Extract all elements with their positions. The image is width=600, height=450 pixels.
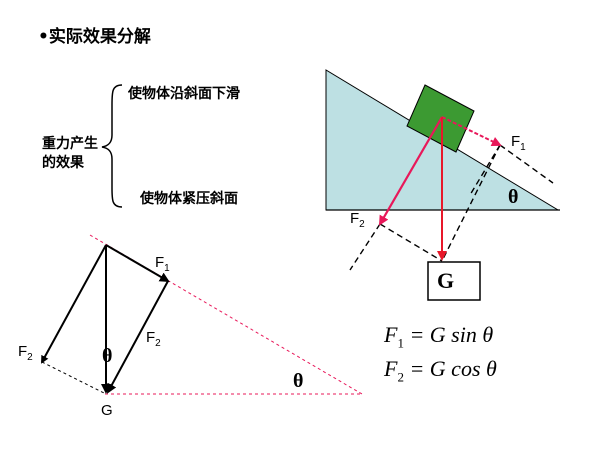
- dash-f1-perp: [499, 144, 554, 184]
- equation-f2: F2 = G cos θ: [384, 356, 497, 385]
- tri-f1-arrow: [105, 244, 170, 283]
- effect-slide-text: 使物体沿斜面下滑: [128, 86, 240, 102]
- force-f2-arrow: [378, 116, 443, 226]
- incline-line: [89, 234, 363, 395]
- tri-f2-left-label: F2: [18, 343, 33, 363]
- page-title: •实际效果分解: [38, 27, 151, 47]
- group-label-line1: 重力产生: [42, 136, 98, 152]
- incline-f2-label: F2: [350, 210, 365, 230]
- group-label-line2: 的效果: [42, 155, 84, 171]
- tri-left-dashed: [41, 361, 107, 395]
- equation-f1: F1 = G sin θ: [384, 322, 494, 351]
- tri-f2-side-label: F2: [146, 329, 161, 349]
- incline-f1-label: F1: [511, 133, 526, 153]
- curly-brace: [101, 84, 123, 208]
- tri-g-label: G: [101, 402, 113, 419]
- dash-f2-slope: [349, 223, 381, 271]
- dash-f2-parallel: [379, 223, 443, 262]
- gravity-box: [427, 261, 481, 301]
- dash-f1-down: [441, 144, 501, 262]
- gravity-box-label: G: [437, 268, 455, 293]
- incline-theta-label: θ: [508, 186, 519, 208]
- force-f1-arrow: [441, 116, 502, 147]
- tri-f2-arrow: [107, 280, 169, 394]
- tri-f1-label: F1: [155, 254, 170, 274]
- effect-press-text: 使物体紧压斜面: [140, 191, 238, 207]
- tri-theta-slope-label: θ: [293, 370, 304, 392]
- tri-theta-inner-label: θ: [102, 345, 113, 367]
- tri-f2-left-arrow: [41, 244, 107, 364]
